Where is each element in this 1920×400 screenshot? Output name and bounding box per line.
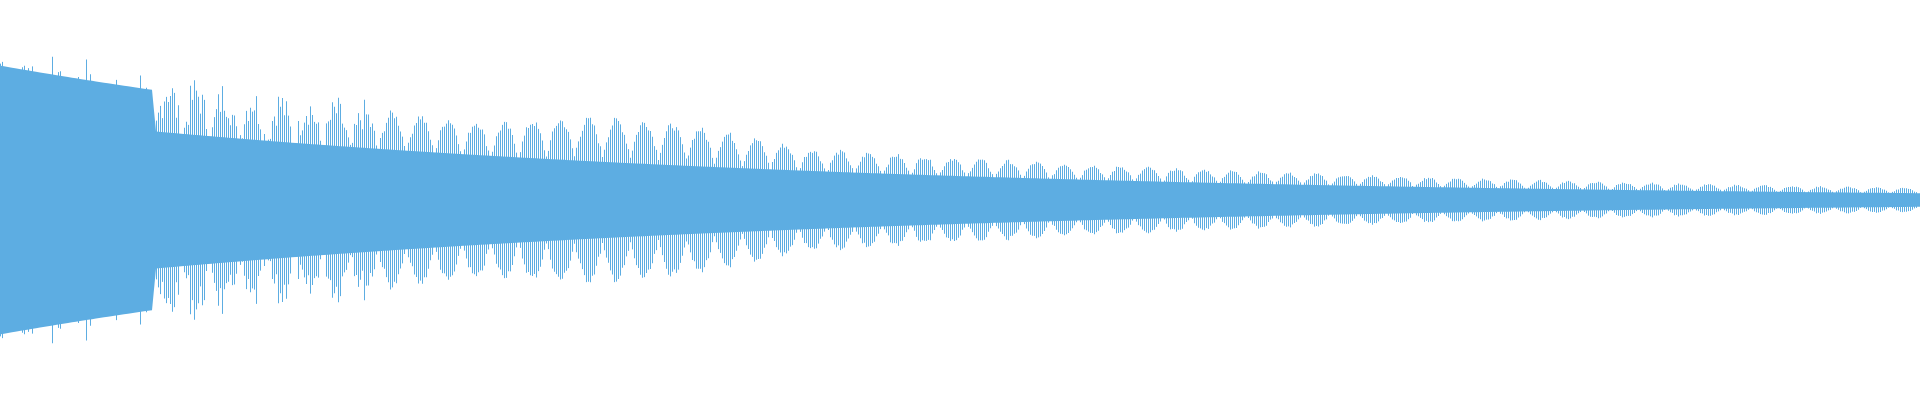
waveform-core-body [0,65,1920,335]
